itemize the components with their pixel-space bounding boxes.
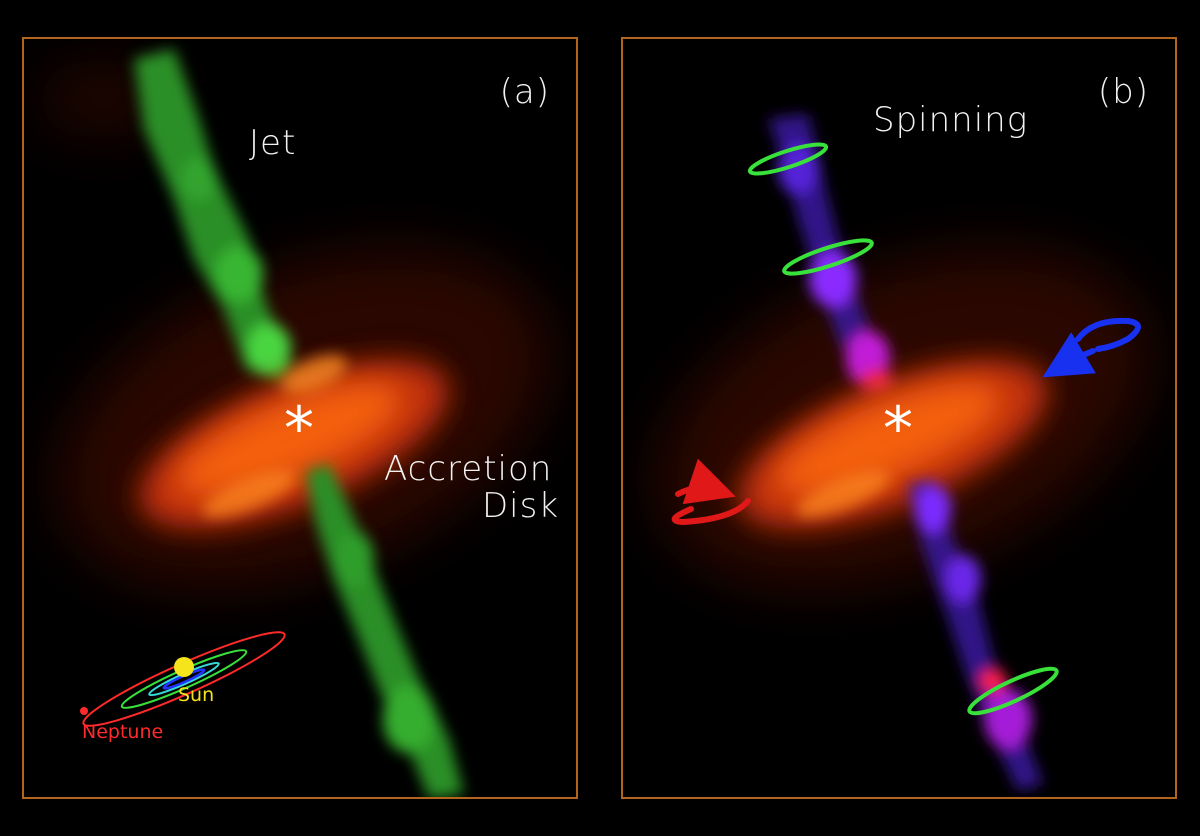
background-haze: [34, 59, 552, 589]
lower-jet-kinematics: [908, 479, 1043, 791]
rotation-ring-2: [782, 238, 874, 276]
rotation-ring-1: [747, 142, 829, 176]
solar-system-orbits: [82, 631, 286, 727]
sun-label: Sun: [178, 684, 215, 706]
jet-rotation-rings: [747, 142, 1059, 716]
neptune-icon: [80, 707, 88, 715]
accretion-disk: [738, 359, 1048, 529]
panel-a-letter: (a): [499, 72, 550, 112]
panel-a: (a) Jet * Accretion Disk Sun Neptune: [22, 37, 578, 799]
lower-jet: [306, 464, 464, 797]
neptune-label: Neptune: [82, 721, 164, 743]
neptune-orbit: [82, 631, 286, 727]
panel-a-image: [34, 49, 552, 797]
panel-b-image: [655, 114, 1151, 791]
jet-label: Jet: [249, 123, 297, 163]
rotation-ring-3: [967, 666, 1059, 716]
spinning-label: Spinning: [873, 100, 1029, 140]
accretion-disk: [139, 354, 449, 529]
panel-b: (b) Spinning *: [621, 37, 1177, 799]
accretion-label: Accretion: [384, 449, 553, 489]
blue-rotation-arrow: [1042, 317, 1141, 378]
upper-jet: [134, 49, 294, 384]
red-rotation-arrow: [671, 458, 751, 526]
disk-label: Disk: [482, 486, 560, 526]
protostar-marker-a: *: [284, 394, 314, 464]
sun-icon: [174, 657, 194, 677]
protostar-marker-b: *: [883, 394, 913, 464]
panel-b-letter: (b): [1097, 72, 1149, 112]
